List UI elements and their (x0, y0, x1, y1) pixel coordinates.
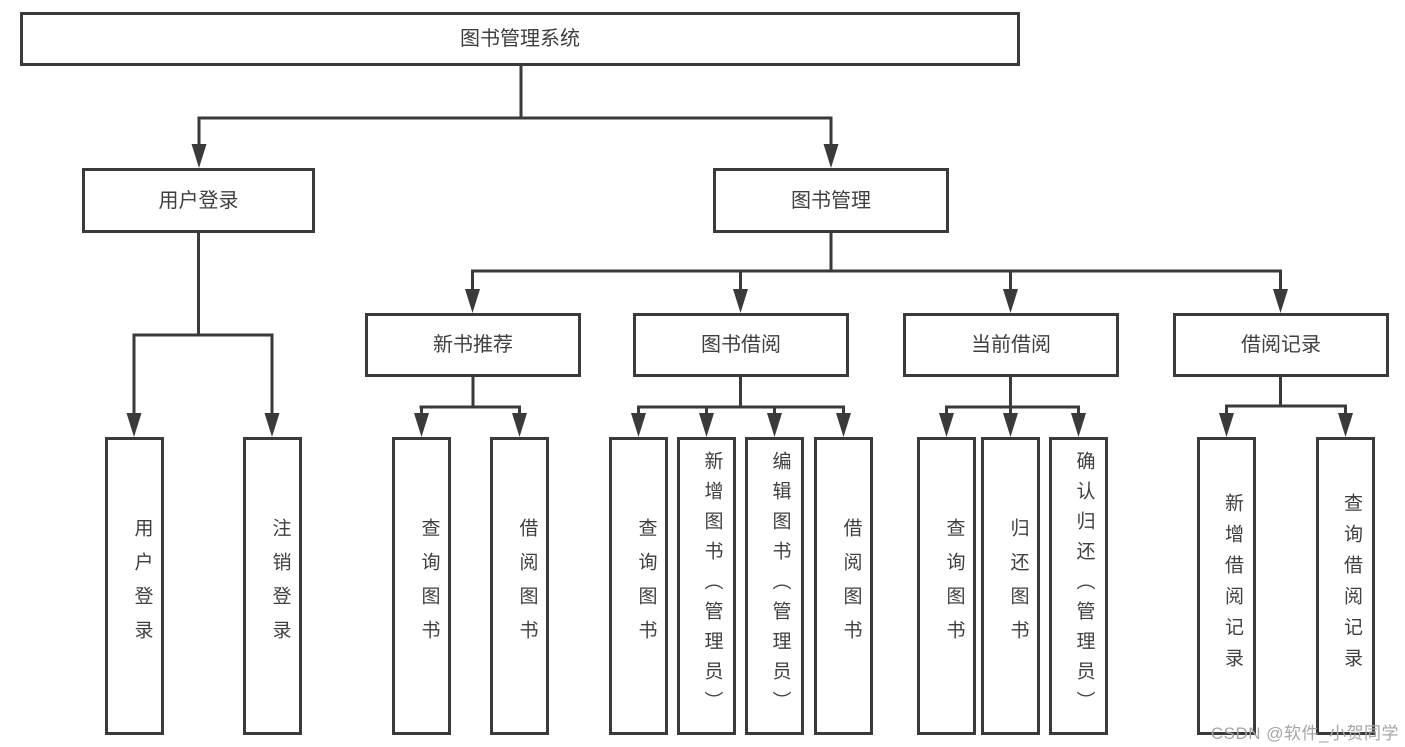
csdn-watermark: CSDN @软件_小贺同学 (1210, 724, 1399, 743)
leaf-borrowing-query-books-label: 查询图书 (635, 518, 657, 654)
leaf-edit-books-admin-label: 编辑图书（管理员） (769, 451, 791, 721)
leaf-return-books-label: 归还图书 (1007, 518, 1029, 654)
leaf-current-query-books-label: 查询图书 (943, 518, 965, 654)
leaf-user-login: 用户登录 (105, 437, 164, 735)
leaf-user-login-label: 用户登录 (131, 518, 153, 654)
leaf-newbook-borrow-books: 借阅图书 (490, 437, 549, 735)
leaf-add-books-admin: 新增图书（管理员） (677, 437, 736, 735)
leaf-newbook-query-books-label: 查询图书 (418, 518, 440, 654)
node-root-label: 图书管理系统 (460, 28, 580, 50)
node-user-login-label: 用户登录 (158, 189, 239, 212)
leaf-borrowing-query-books: 查询图书 (609, 437, 668, 735)
node-borrowing-records-label: 借阅记录 (1241, 334, 1321, 356)
node-book-borrowing: 图书借阅 (633, 313, 849, 377)
node-current-borrowing: 当前借阅 (903, 313, 1119, 377)
leaf-logout-label: 注销登录 (269, 518, 291, 654)
node-new-book-recommend: 新书推荐 (365, 313, 581, 377)
leaf-confirm-return-admin-label: 确认归还（管理员） (1073, 451, 1095, 721)
node-book-management: 图书管理 (713, 168, 949, 233)
leaf-confirm-return-admin: 确认归还（管理员） (1049, 437, 1108, 735)
leaf-logout: 注销登录 (243, 437, 302, 735)
leaf-borrowing-borrow-books: 借阅图书 (814, 437, 873, 735)
leaf-return-books: 归还图书 (981, 437, 1040, 735)
leaf-edit-books-admin: 编辑图书（管理员） (745, 437, 804, 735)
leaf-add-borrow-record-label: 新增借阅记录 (1222, 493, 1243, 679)
node-user-login: 用户登录 (82, 168, 315, 233)
node-root: 图书管理系统 (20, 12, 1020, 66)
leaf-add-borrow-record: 新增借阅记录 (1197, 437, 1256, 735)
leaf-borrowing-borrow-books-label: 借阅图书 (840, 518, 862, 654)
node-book-management-label: 图书管理 (791, 189, 871, 212)
node-borrowing-records: 借阅记录 (1173, 313, 1389, 377)
node-new-book-recommend-label: 新书推荐 (433, 334, 513, 356)
node-book-borrowing-label: 图书借阅 (701, 334, 781, 356)
leaf-newbook-borrow-books-label: 借阅图书 (516, 518, 538, 654)
node-current-borrowing-label: 当前借阅 (971, 334, 1051, 356)
leaf-query-borrow-record: 查询借阅记录 (1316, 437, 1375, 735)
leaf-newbook-query-books: 查询图书 (392, 437, 451, 735)
leaf-query-borrow-record-label: 查询借阅记录 (1341, 493, 1362, 679)
leaf-current-query-books: 查询图书 (917, 437, 976, 735)
leaf-add-books-admin-label: 新增图书（管理员） (701, 451, 723, 721)
